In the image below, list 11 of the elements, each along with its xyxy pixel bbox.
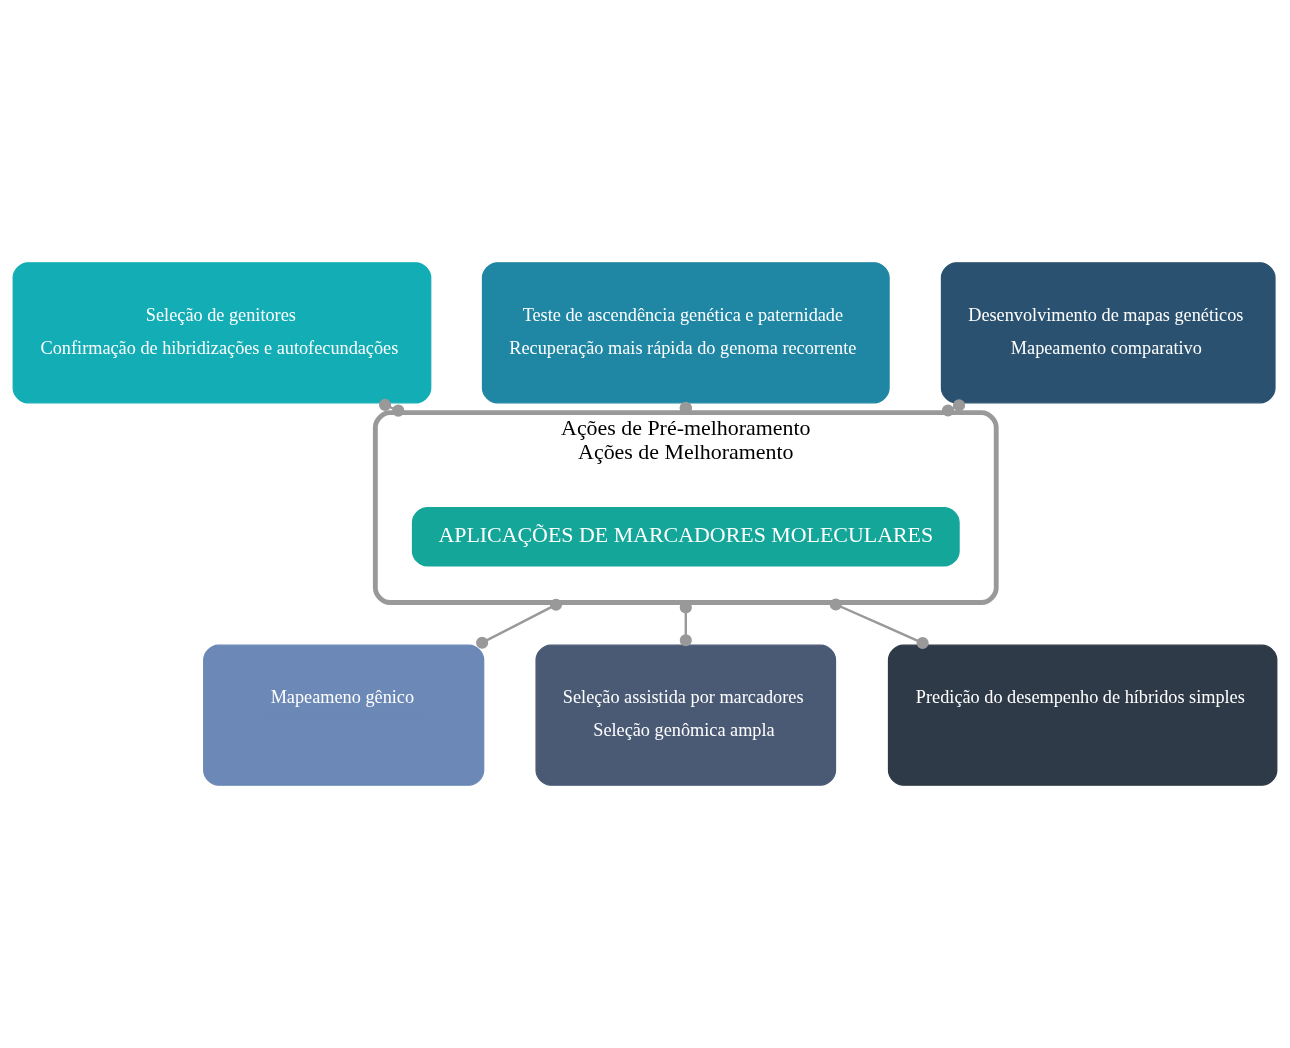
node-box: Seleção de genitores Confirmação de hibridizações e autofecundações [12,262,432,404]
connector [379,398,405,417]
node-box: Predição do desempenho de híbridos simples [887,644,1278,786]
node-box: Mapeameno gênico [203,644,485,786]
node-box: Desenvolvimento de mapas genéticos Mapeamento comparativo [940,262,1276,404]
node-box: APLICAÇÕES DE MARCADORES MOLECULARES [411,506,960,567]
node-box: Seleção assistida por marcadores Seleção genômica ampla [535,644,837,786]
node-box: Teste de ascendência genética e paternidade Recuperação mais rápida do genoma recorrente [481,262,890,404]
connector [829,598,929,650]
connector [476,598,563,649]
connector [941,399,966,417]
